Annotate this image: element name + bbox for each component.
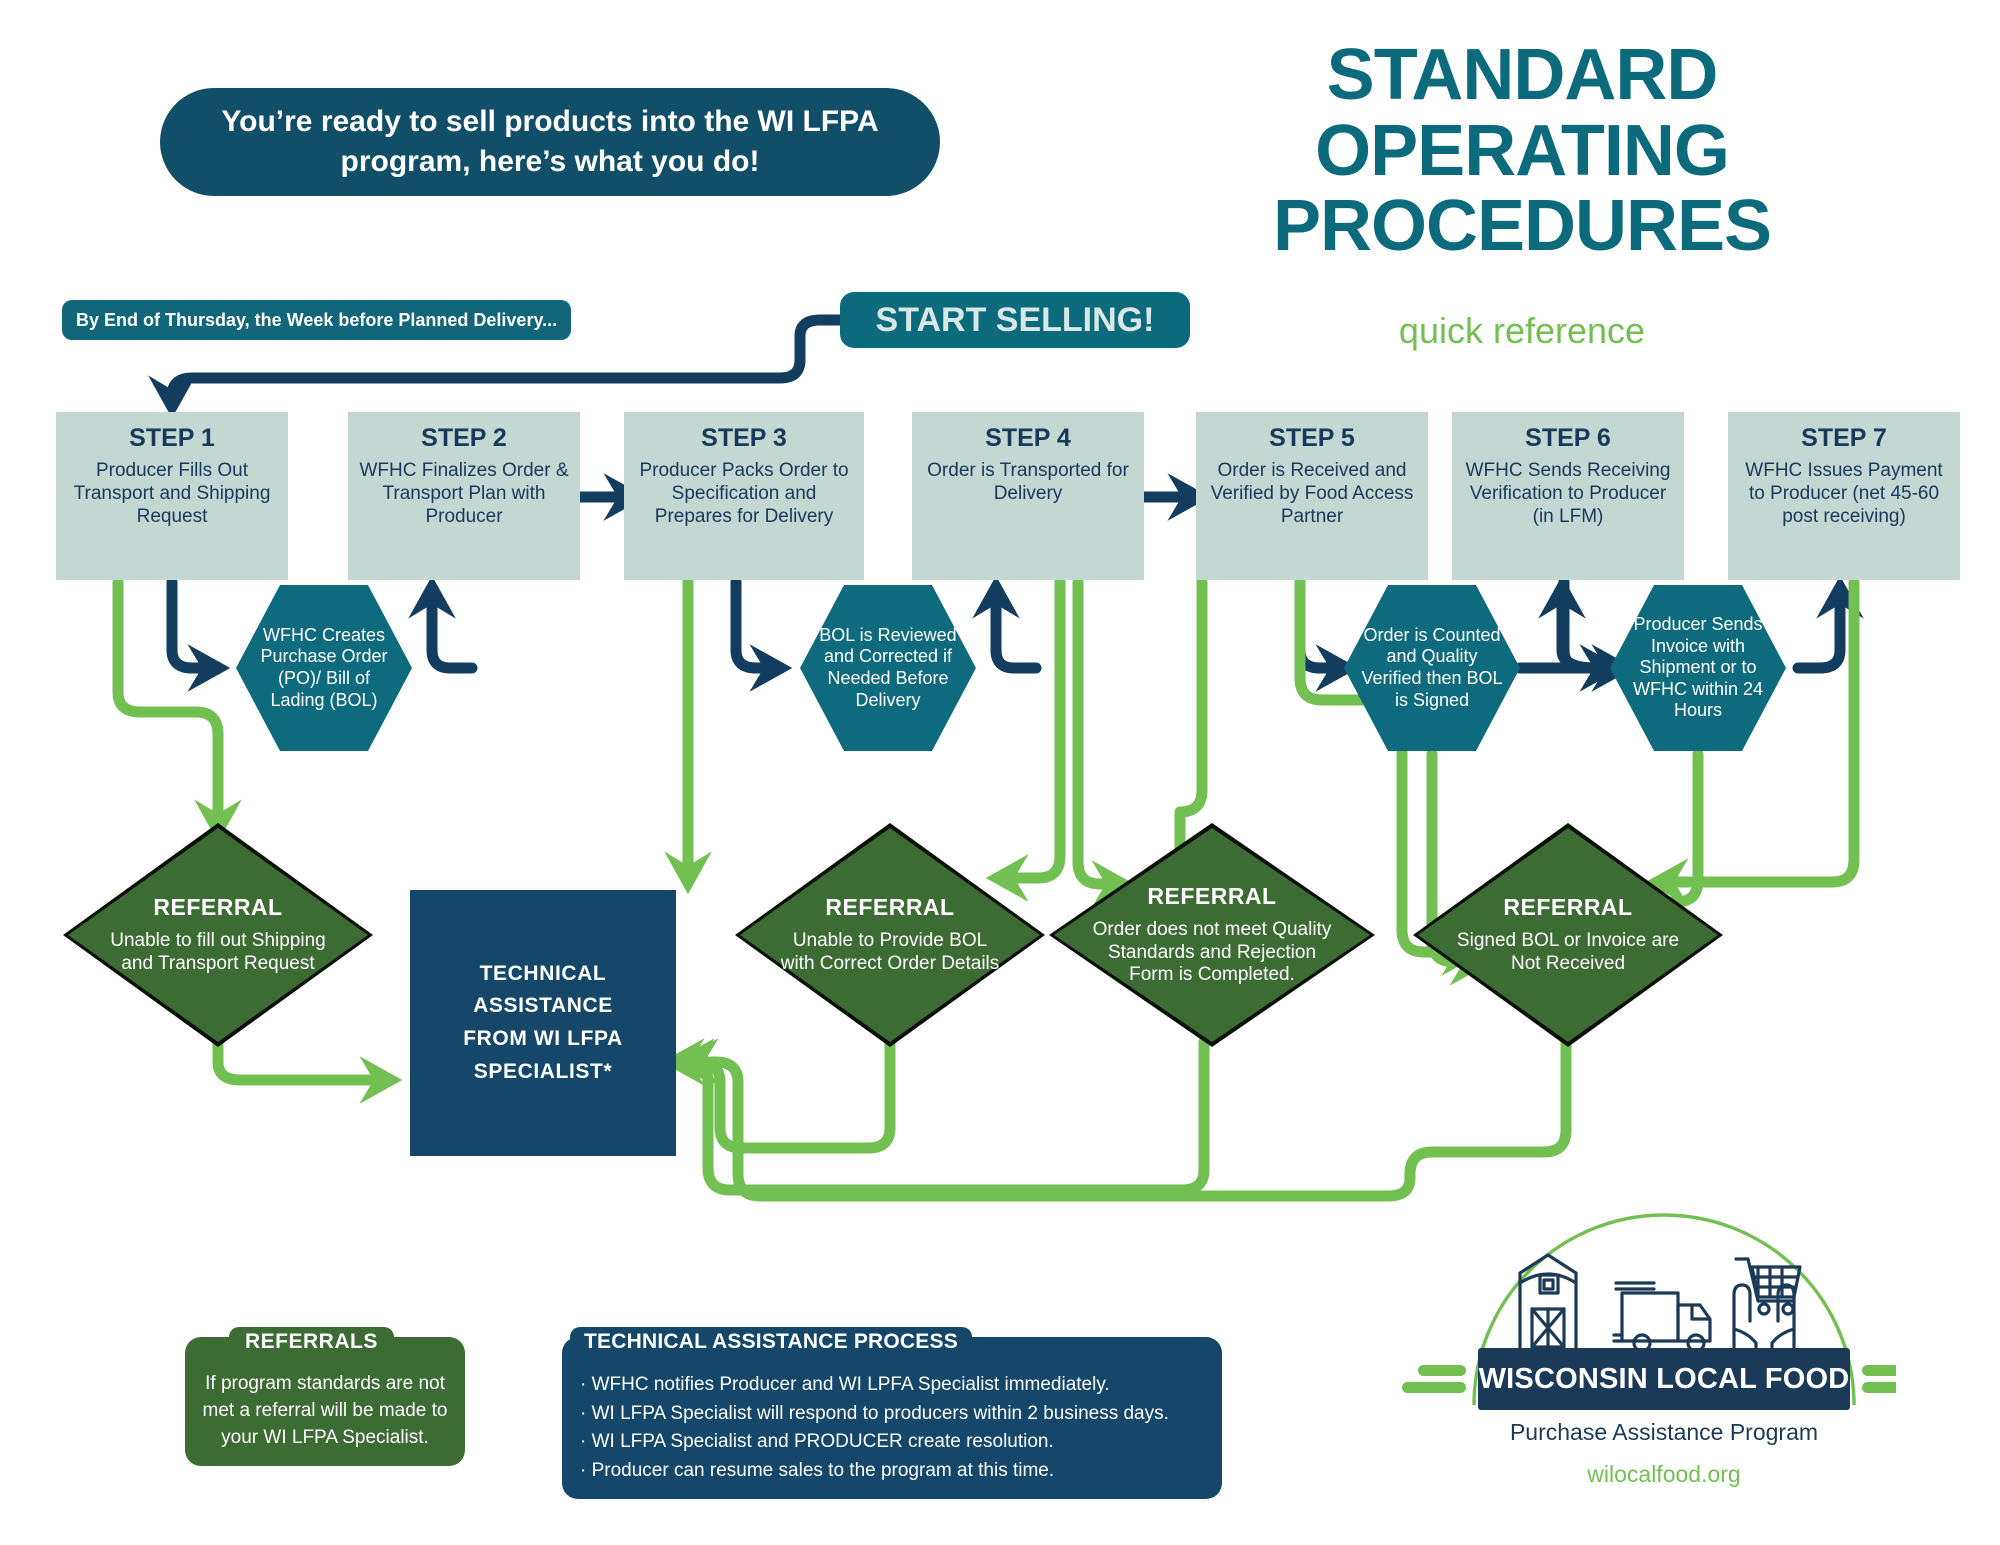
page-title: STANDARD OPERATING PROCEDURES	[1072, 35, 1972, 267]
hexagon-invoice: Producer Sends Invoice with Shipment or …	[1610, 585, 1786, 751]
technical-assistance-badge: TECHNICAL ASSISTANCE FROM WI LFPA SPECIA…	[410, 890, 676, 1156]
step-card-5[interactable]: STEP 5 Order is Received and Verified by…	[1196, 412, 1428, 580]
hexagon-text: BOL is Reviewed and Corrected if Needed …	[819, 624, 957, 710]
referral-diamond-3: REFERRAL Order does not meet Quality Sta…	[1049, 823, 1375, 1047]
logo-wordmark: WISCONSIN LOCAL FOOD	[1478, 1348, 1850, 1410]
step-card-3[interactable]: STEP 3 Producer Packs Order to Specifica…	[624, 412, 864, 580]
referral-title: REFERRAL	[153, 894, 283, 921]
step-title: STEP 6	[1525, 424, 1611, 452]
step-title: STEP 4	[985, 424, 1071, 452]
starburst-icon	[410, 890, 676, 1156]
step-title: STEP 2	[421, 424, 507, 452]
page-subtitle: quick reference	[1398, 310, 1646, 351]
step-card-6[interactable]: STEP 6 WFHC Sends Receiving Verification…	[1452, 412, 1684, 580]
badge-line-1: TECHNICAL	[479, 961, 607, 985]
step-title: STEP 3	[701, 424, 787, 452]
referral-title: REFERRAL	[1503, 894, 1633, 921]
start-selling-banner: START SELLING!	[840, 292, 1190, 348]
badge-line-3: FROM WI LFPA	[463, 1027, 623, 1050]
logo-dash-left	[1402, 1365, 1466, 1393]
wisconsin-local-food-logo: WISCONSIN LOCAL FOOD Purchase Assistance…	[1396, 1205, 1896, 1505]
referral-diamond-1: REFERRAL Unable to fill out Shipping and…	[63, 823, 373, 1047]
referrals-note-box: If program standards are not met a refer…	[185, 1337, 465, 1466]
referral-body: Order does not meet Quality Standards an…	[1092, 918, 1332, 986]
intro-banner-text: You’re ready to sell products into the W…	[221, 105, 879, 178]
badge-line-2: ASSISTANCE	[473, 994, 613, 1018]
page-title-line-2: OPERATING	[1315, 110, 1730, 191]
logo-dash-right	[1862, 1365, 1896, 1393]
intro-banner: You’re ready to sell products into the W…	[160, 88, 940, 196]
step-title: STEP 5	[1269, 424, 1355, 452]
referral-diamond-2: REFERRAL Unable to Provide BOL with Corr…	[735, 823, 1045, 1047]
referral-body: Unable to fill out Shipping and Transpor…	[110, 930, 326, 974]
hexagon-count-verify: Order is Counted and Quality Verified th…	[1344, 585, 1520, 751]
deadline-banner: By End of Thursday, the Week before Plan…	[62, 300, 572, 340]
page-title-line-1: STANDARD	[1326, 35, 1719, 115]
referral-body: Signed BOL or Invoice are Not Received	[1456, 930, 1680, 974]
process-item: · Producer can resume sales to the progr…	[580, 1459, 1055, 1481]
badge-line-4: SPECIALIST*	[473, 1059, 613, 1083]
logo-url[interactable]: wilocalfood.org	[1587, 1461, 1741, 1487]
step-body: Producer Fills Out Transport and Shippin…	[73, 460, 271, 528]
step-card-1[interactable]: STEP 1 Producer Fills Out Transport and …	[56, 412, 288, 580]
referral-title: REFERRAL	[1147, 882, 1277, 909]
hexagon-text: Producer Sends Invoice with Shipment or …	[1632, 614, 1764, 721]
page-title-line-3: PROCEDURES	[1272, 186, 1772, 267]
technical-assistance-process-title: TECHNICAL ASSISTANCE PROCESS	[570, 1327, 972, 1357]
step-body: WFHC Sends Receiving Verification to Pro…	[1465, 460, 1671, 528]
hexagon-bol-review: BOL is Reviewed and Corrected if Needed …	[800, 585, 976, 751]
step-body: Order is Transported for Delivery	[927, 460, 1129, 505]
hexagon-text: WFHC Creates Purchase Order (PO)/ Bill o…	[260, 624, 388, 710]
process-item: · WI LFPA Specialist will respond to pro…	[580, 1402, 1169, 1424]
step-card-4[interactable]: STEP 4 Order is Transported for Delivery	[912, 412, 1144, 580]
referral-title: REFERRAL	[825, 894, 955, 921]
step-body: Order is Received and Verified by Food A…	[1210, 460, 1414, 528]
step-card-2[interactable]: STEP 2 WFHC Finalizes Order & Transport …	[348, 412, 580, 580]
technical-assistance-process-box: · WFHC notifies Producer and WI LPFA Spe…	[562, 1337, 1222, 1499]
step-body: WFHC Finalizes Order & Transport Plan wi…	[359, 460, 569, 528]
logo-tagline: Purchase Assistance Program	[1509, 1419, 1819, 1445]
referrals-note-text: If program standards are not met a refer…	[202, 1373, 448, 1448]
process-item: · WFHC notifies Producer and WI LPFA Spe…	[580, 1374, 1110, 1395]
step-title: STEP 7	[1801, 424, 1887, 452]
step-body: WFHC Issues Payment to Producer (net 45-…	[1745, 460, 1943, 528]
referrals-note-title: REFERRALS	[229, 1327, 394, 1357]
step-title: STEP 1	[129, 424, 215, 452]
hexagon-text: Order is Counted and Quality Verified th…	[1361, 624, 1503, 710]
technical-assistance-badge-text: TECHNICAL ASSISTANCE FROM WI LFPA SPECIA…	[410, 890, 676, 1156]
hexagon-po-bol: WFHC Creates Purchase Order (PO)/ Bill o…	[236, 585, 412, 751]
referral-body: Unable to Provide BOL with Correct Order…	[780, 930, 1000, 974]
step-body: Producer Packs Order to Specification an…	[639, 460, 849, 528]
process-item: · WI LFPA Specialist and PRODUCER create…	[580, 1431, 1054, 1452]
referral-diamond-4: REFERRAL Signed BOL or Invoice are Not R…	[1413, 823, 1723, 1047]
step-card-7[interactable]: STEP 7 WFHC Issues Payment to Producer (…	[1728, 412, 1960, 580]
